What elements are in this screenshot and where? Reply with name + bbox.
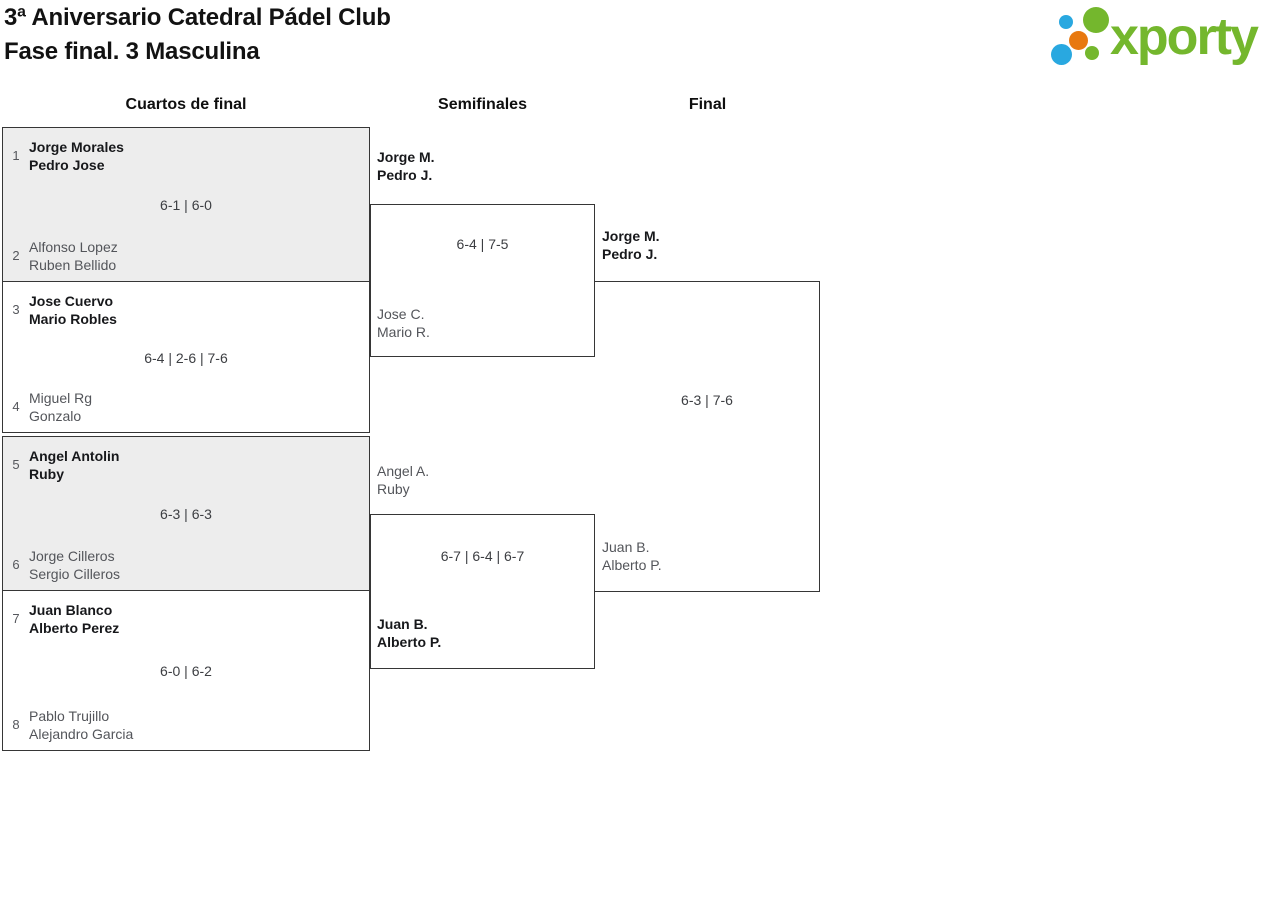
team-names: Angel A. Ruby (377, 462, 429, 498)
match-score: 6-0 | 6-2 (160, 663, 212, 679)
team-names: Juan B. Alberto P. (602, 538, 662, 574)
team-row: 1 Jorge Morales Pedro Jose (3, 138, 124, 174)
seed-number: 2 (12, 248, 20, 263)
player-name: Alfonso Lopez (29, 239, 118, 255)
seed-number: 6 (12, 557, 20, 572)
match-score: 6-7 | 6-4 | 6-7 (440, 548, 525, 564)
match-score: 6-3 | 6-3 (160, 506, 212, 522)
match-score: 6-4 | 2-6 | 7-6 (144, 350, 228, 366)
team-names: Angel Antolin Ruby (29, 447, 119, 483)
team-names: Jose C. Mario R. (377, 305, 430, 341)
player-name: Juan B. (377, 616, 428, 632)
match-score: 6-3 | 7-6 (681, 392, 733, 408)
player-name: Jorge M. (377, 149, 435, 165)
player-name: Miguel Rg (29, 390, 93, 406)
match-quarterfinal-1[interactable]: 1 Jorge Morales Pedro Jose 6-1 | 6-0 2 A… (2, 127, 370, 282)
player-name: Mario Robles (29, 311, 117, 327)
page-title: 3ª Aniversario Catedral Pádel Club Fase … (4, 1, 391, 69)
player-name: Jorge Morales (29, 139, 124, 155)
team-names: Miguel Rg Gonzalo (29, 389, 92, 425)
round-header-quarterfinals: Cuartos de final (125, 96, 247, 113)
player-name: Alejandro Garcia (29, 726, 134, 742)
player-name: Sergio Cilleros (29, 566, 121, 582)
player-name: Juan Blanco (29, 602, 113, 618)
team-row: 3 Jose Cuervo Mario Robles (3, 292, 117, 328)
match-score: 6-4 | 7-5 (456, 236, 509, 252)
player-name: Alberto Perez (29, 620, 120, 636)
player-name: Alberto P. (377, 634, 442, 650)
team-names: Juan Blanco Alberto Perez (29, 601, 119, 637)
team-names: Jorge Morales Pedro Jose (29, 138, 124, 174)
player-name: Angel A. (377, 463, 430, 479)
team-row: 4 Miguel Rg Gonzalo (3, 389, 92, 425)
team-names: Jorge M. Pedro J. (602, 227, 660, 263)
tournament-name: 3ª Aniversario Catedral Pádel Club (4, 4, 391, 31)
player-name: Pedro Jose (29, 157, 105, 173)
team-row: 8 Pablo Trujillo Alejandro Garcia (3, 707, 133, 743)
player-name: Ruby (29, 466, 64, 482)
player-name: Pedro J. (377, 167, 433, 183)
phase-name: Fase final. 3 Masculina (4, 38, 260, 65)
player-name: Pedro J. (602, 246, 658, 262)
logo-dot-green-large-icon (1083, 7, 1109, 33)
logo-wordmark: xporty (1110, 8, 1259, 66)
player-name: Jorge Cilleros (29, 548, 115, 564)
team-names: Juan B. Alberto P. (377, 615, 441, 651)
xporty-logo[interactable]: xporty (1050, 5, 1278, 71)
match-semifinal-2[interactable]: 6-7 | 6-4 | 6-7 (370, 514, 595, 669)
team-row: 5 Angel Antolin Ruby (3, 447, 119, 483)
player-name: Angel Antolin (29, 448, 120, 464)
match-quarterfinal-2[interactable]: 3 Jose Cuervo Mario Robles 6-4 | 2-6 | 7… (2, 281, 370, 433)
logo-dot-blue-small-icon (1059, 15, 1073, 29)
player-name: Gonzalo (29, 408, 82, 424)
player-name: Mario R. (377, 324, 430, 340)
player-name: Pablo Trujillo (29, 708, 110, 724)
match-score: 6-1 | 6-0 (160, 197, 212, 213)
round-header-final: Final (688, 96, 727, 113)
team-names: Jose Cuervo Mario Robles (29, 292, 117, 328)
round-header-semifinals: Semifinales (438, 96, 527, 113)
match-quarterfinal-3[interactable]: 5 Angel Antolin Ruby 6-3 | 6-3 6 Jorge C… (2, 436, 370, 591)
logo-dot-orange-icon (1069, 31, 1088, 50)
team-names: Jorge Cilleros Sergio Cilleros (29, 547, 120, 583)
team-row: 7 Juan Blanco Alberto Perez (3, 601, 119, 637)
player-name: Jose C. (377, 306, 425, 322)
team-row: 2 Alfonso Lopez Ruben Bellido (3, 238, 118, 274)
seed-number: 7 (12, 611, 20, 626)
team-names: Alfonso Lopez Ruben Bellido (29, 238, 118, 274)
team-names: Jorge M. Pedro J. (377, 148, 435, 184)
player-name: Ruben Bellido (29, 257, 117, 273)
player-name: Jose Cuervo (29, 293, 114, 309)
logo-dot-blue-large-icon (1051, 44, 1072, 65)
seed-number: 1 (12, 148, 20, 163)
match-final[interactable]: 6-3 | 7-6 (595, 281, 820, 592)
player-name: Ruby (377, 481, 410, 497)
player-name: Alberto P. (602, 557, 662, 573)
player-name: Jorge M. (602, 228, 660, 244)
seed-number: 8 (12, 717, 20, 732)
team-row: 6 Jorge Cilleros Sergio Cilleros (3, 547, 120, 583)
seed-number: 3 (12, 302, 20, 317)
seed-number: 5 (12, 457, 20, 472)
seed-number: 4 (12, 399, 20, 414)
logo-dot-green-small-icon (1085, 46, 1099, 60)
match-quarterfinal-4[interactable]: 7 Juan Blanco Alberto Perez 6-0 | 6-2 8 … (2, 590, 370, 751)
player-name: Juan B. (602, 539, 650, 555)
match-semifinal-1[interactable]: 6-4 | 7-5 (370, 204, 595, 357)
team-names: Pablo Trujillo Alejandro Garcia (29, 707, 133, 743)
